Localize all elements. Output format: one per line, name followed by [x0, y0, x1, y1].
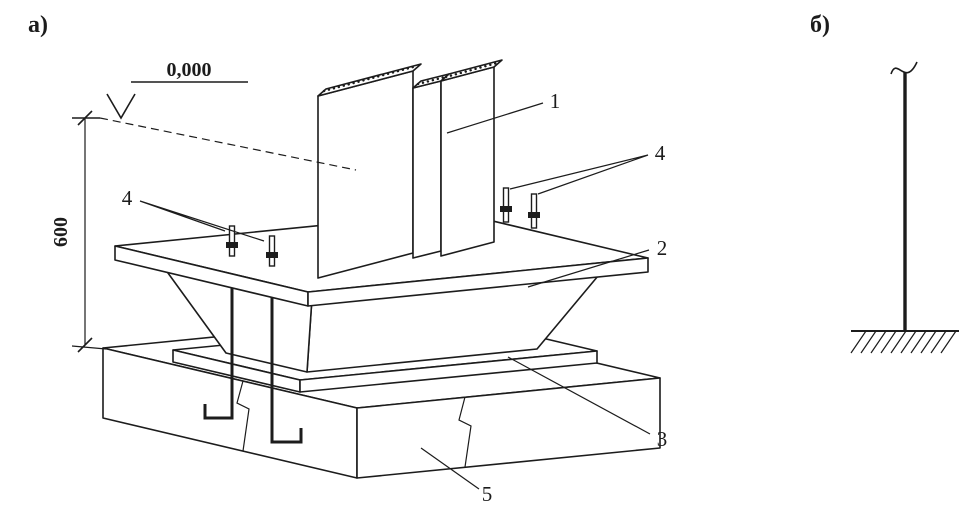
anchor-bolt-nut	[266, 252, 278, 258]
leader-bolts-right	[509, 154, 649, 195]
part-a-label: а)	[28, 12, 48, 38]
anchor-bolt-stud	[268, 235, 276, 267]
anchor-bolt-nut	[226, 242, 238, 248]
break-line-right-face	[458, 396, 472, 468]
column-web-stipple	[416, 75, 447, 86]
leader-shoe	[527, 249, 650, 288]
column-left-flange-stipple	[322, 64, 419, 93]
column-web	[412, 80, 442, 259]
level-dashed-line	[99, 117, 357, 171]
anchor-rod-embedded	[203, 288, 234, 420]
anchor-bolts-right	[500, 187, 540, 229]
break-line-left-face	[236, 380, 250, 452]
anchor-bolt-stud	[530, 193, 538, 229]
elevation-mark-arrow-icon	[106, 93, 136, 120]
dimension-tick-bottom	[77, 337, 93, 353]
rim-front-face	[307, 257, 649, 307]
dimension-tick-top	[77, 110, 93, 126]
column-right-flange-stipple	[444, 61, 499, 79]
column-break-squiggle	[890, 61, 918, 75]
base-plate-front-face	[299, 350, 598, 393]
callout-column: 1	[550, 89, 561, 113]
ground-hatching	[850, 330, 957, 354]
dimension-value: 600	[50, 217, 72, 247]
column-left-flange	[317, 70, 414, 279]
leader-plate	[507, 356, 651, 435]
anchor-bolt-stud	[502, 187, 510, 223]
callout-bolts-right: 4	[655, 141, 666, 165]
column-right-flange	[440, 66, 495, 257]
schematic-fixed-column: б)	[810, 12, 959, 354]
leader-bolts-left	[139, 200, 265, 242]
leader-foundation	[420, 447, 480, 490]
elevation-mark-value: 0,000	[167, 59, 212, 81]
anchor-bolt-stud	[228, 225, 236, 257]
callout-foundation: 5	[482, 482, 493, 506]
leader-column	[446, 102, 544, 134]
part-b-label: б)	[810, 12, 830, 38]
callout-bolts-left: 4	[122, 186, 133, 210]
dimension-600: 600	[50, 110, 107, 353]
anchor-bolts-left	[203, 225, 303, 444]
anchor-rod-embedded	[270, 297, 303, 444]
elevation-mark: 0,000	[72, 59, 357, 171]
callout-plate: 3	[657, 427, 668, 451]
callouts: 1 2 3 4 4 5	[122, 89, 668, 506]
callout-shoe: 2	[657, 236, 668, 260]
steel-column	[317, 59, 503, 279]
foundation-right-face	[356, 377, 661, 479]
anchor-bolt-nut	[500, 206, 512, 212]
dimension-extension-bottom	[71, 345, 107, 350]
anchor-bolt-nut	[528, 212, 540, 218]
